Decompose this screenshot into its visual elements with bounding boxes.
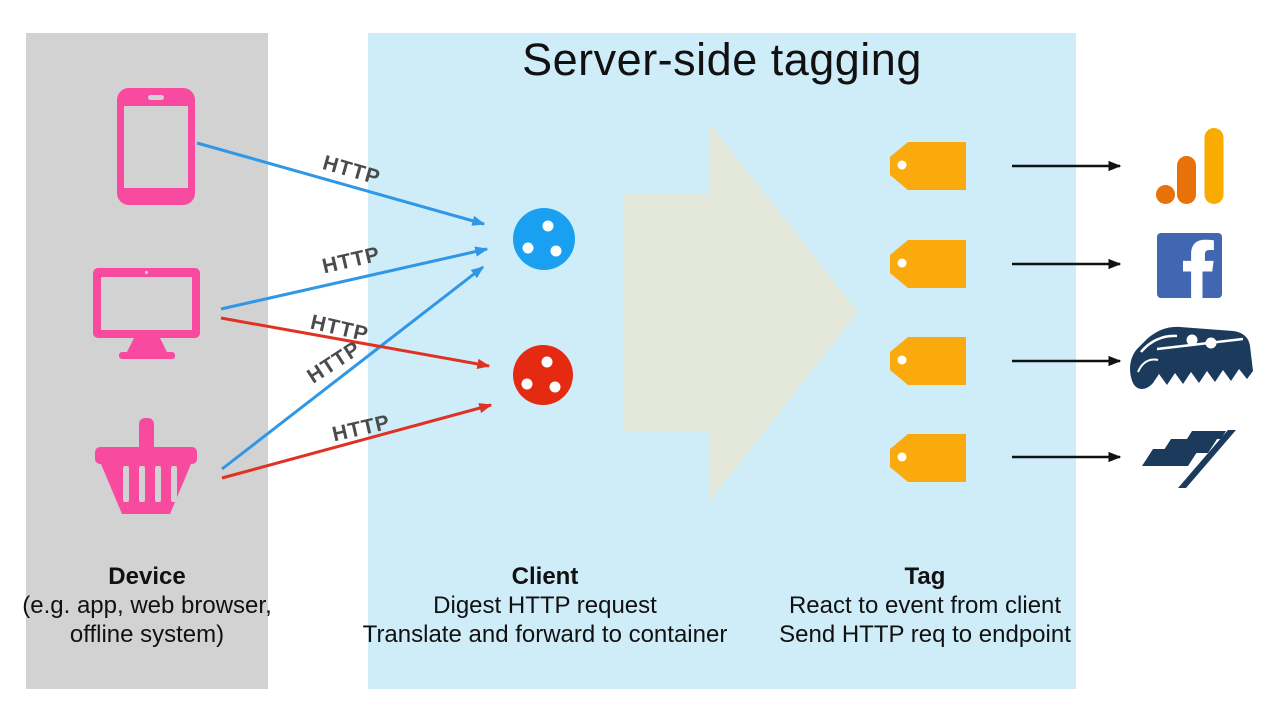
tag-caption-title: Tag <box>904 563 946 590</box>
google-analytics-logo <box>1156 128 1224 204</box>
endpoint-arrows <box>1012 160 1122 463</box>
tag-caption: Tag React to event from client Send HTTP… <box>765 562 1085 649</box>
device-caption-line: offline system) <box>69 621 225 648</box>
striped-vendor-logo <box>1142 430 1236 488</box>
desktop-monitor-icon <box>93 268 200 359</box>
device-caption-title: Device <box>108 563 186 590</box>
diagram-title: Server-side tagging <box>522 34 922 85</box>
price-tag-icon <box>890 434 966 482</box>
client-caption-line: Translate and forward to container <box>362 621 728 648</box>
facebook-logo <box>1157 233 1222 298</box>
snowplow-logo <box>1130 326 1253 389</box>
price-tag-icon <box>890 337 966 385</box>
http-request-arrows <box>196 141 493 480</box>
client-red-circle-icon <box>513 345 573 405</box>
price-tag-icon <box>890 142 966 190</box>
tag-caption-line: React to event from client <box>788 592 1062 619</box>
device-caption-line: (e.g. app, web browser, <box>22 592 272 619</box>
client-caption-line: Digest HTTP request <box>433 592 657 619</box>
client-caption: Client Digest HTTP request Translate and… <box>355 562 735 649</box>
tag-icons <box>890 142 966 482</box>
price-tag-icon <box>890 240 966 288</box>
client-blue-circle-icon <box>513 208 575 270</box>
big-right-arrow <box>623 124 858 501</box>
client-caption-title: Client <box>511 563 579 590</box>
tag-caption-line: Send HTTP req to endpoint <box>779 621 1071 648</box>
shopping-basket-icon <box>95 418 197 514</box>
smartphone-icon <box>117 88 195 205</box>
device-caption: Device (e.g. app, web browser, offline s… <box>10 562 284 649</box>
